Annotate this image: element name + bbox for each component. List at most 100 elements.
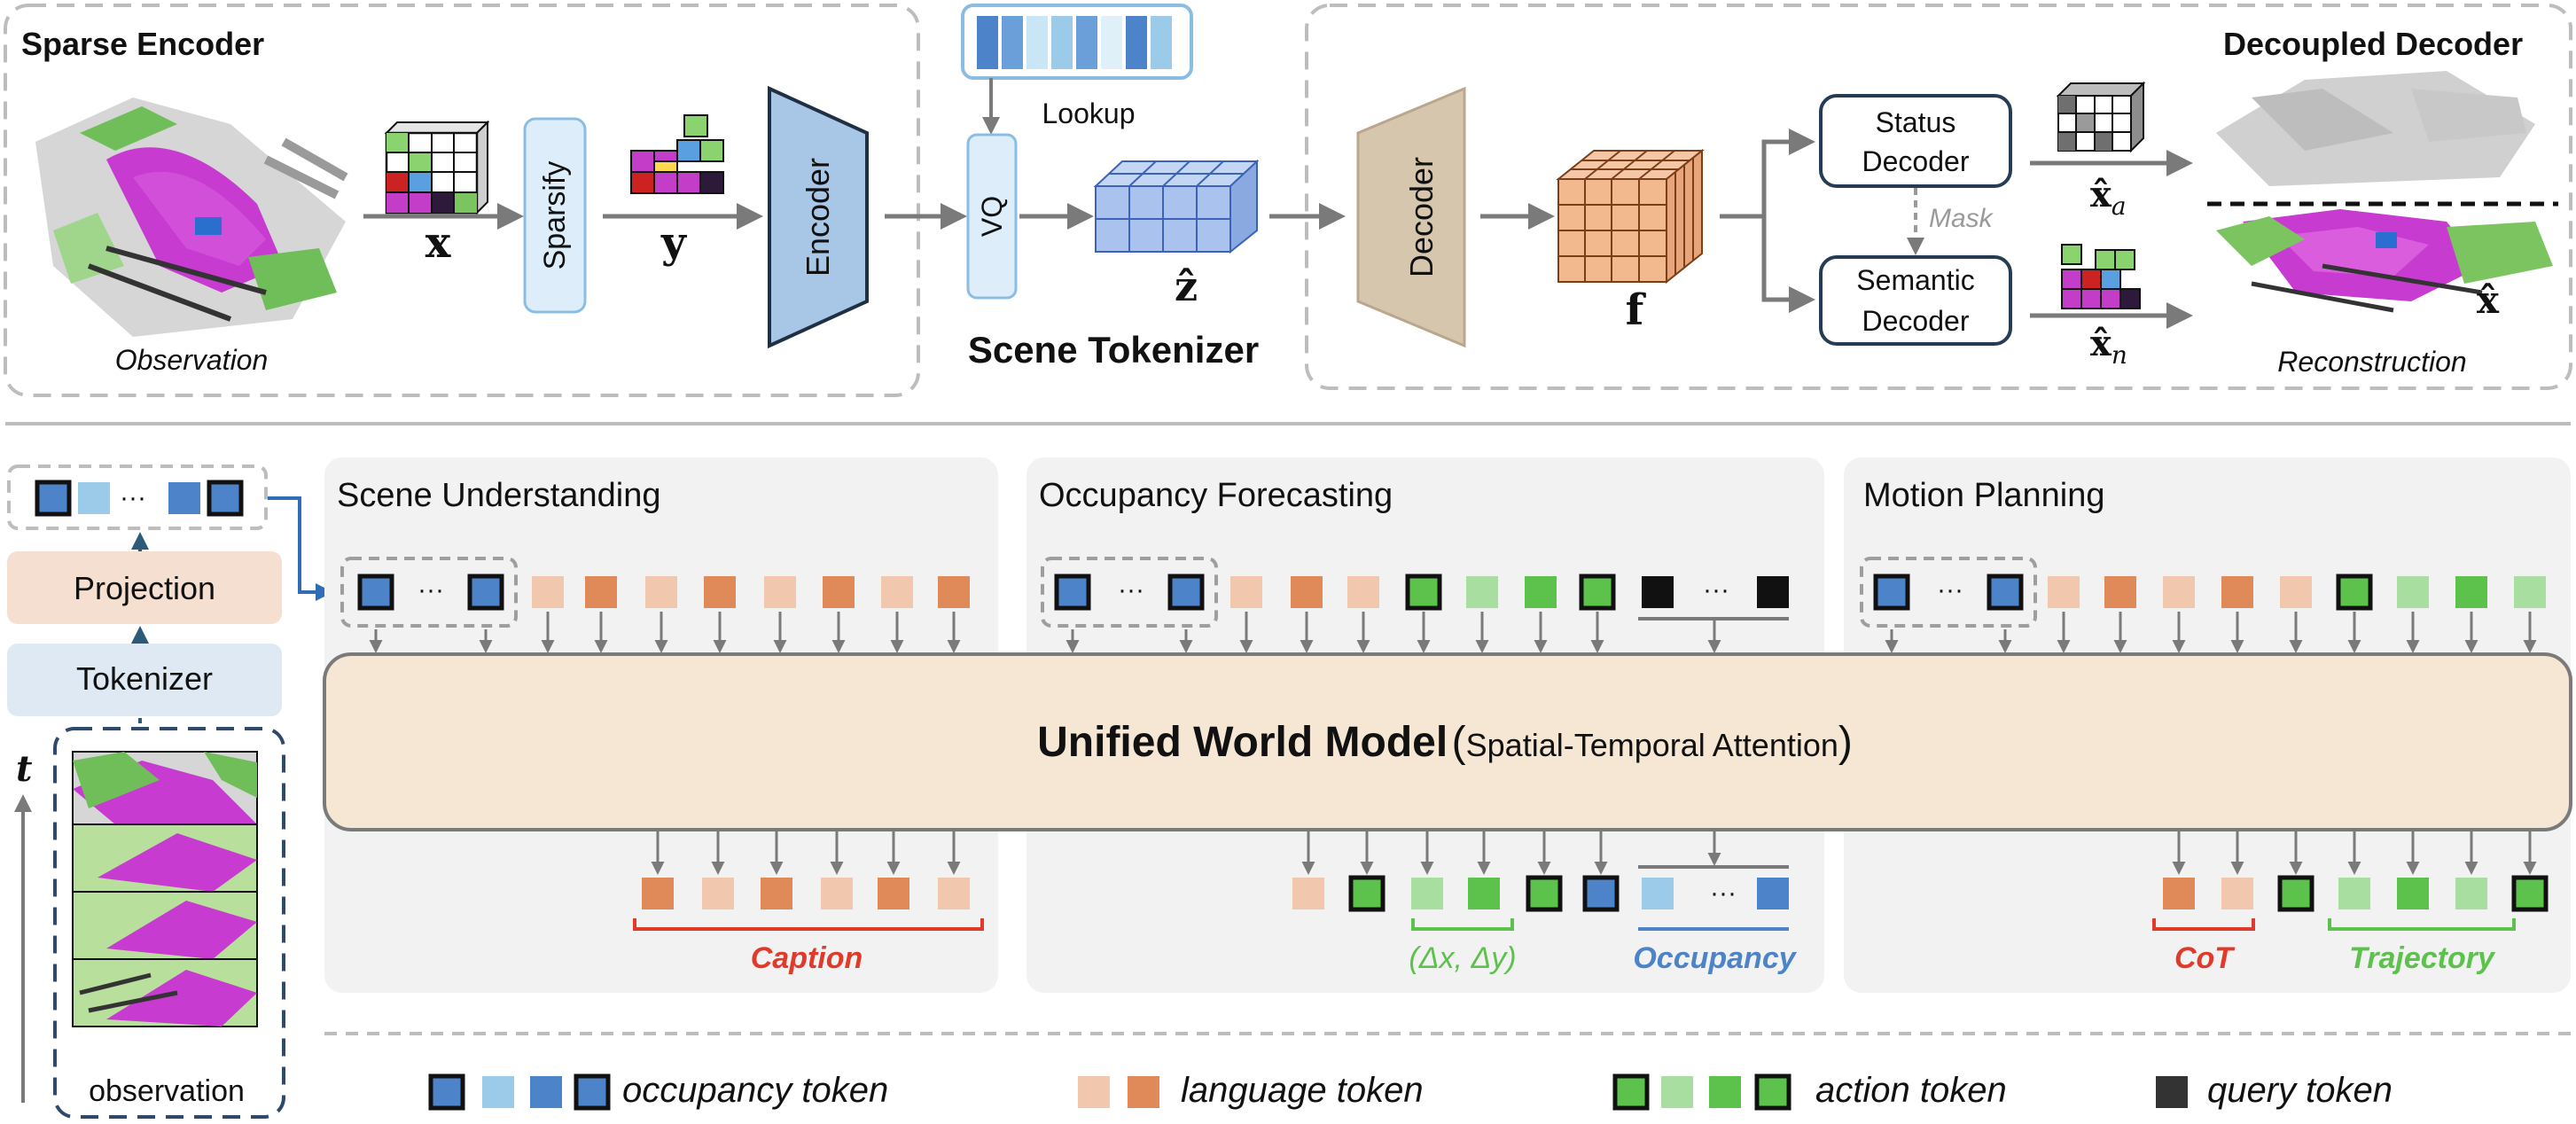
observation-sequence-frame <box>53 727 285 1119</box>
planning-occupancy-token <box>1873 574 1910 611</box>
planning-action-token <box>2277 875 2314 912</box>
trajectory-action-token <box>2455 878 2487 909</box>
planning-action-token <box>2397 576 2429 608</box>
legend-action-swatch <box>1709 1076 1741 1108</box>
planning-action-token <box>2514 576 2546 608</box>
legend-occupancy-swatch <box>530 1076 562 1108</box>
decoupled-decoder-panel <box>1305 4 2572 390</box>
planning-action-token <box>2511 875 2549 912</box>
reconstruction-pointcloud-image <box>2207 71 2558 313</box>
legend-occupancy-swatch <box>574 1073 611 1111</box>
forecast-occupancy-token <box>1582 875 1620 912</box>
voxel-grid-x-image <box>384 120 490 215</box>
status-decoder-block <box>1819 94 2012 188</box>
input-occupancy-token <box>168 482 200 514</box>
sparse-voxels-y-image <box>630 114 724 194</box>
cot-language-token <box>2163 878 2195 909</box>
planning-language-token <box>2163 576 2195 608</box>
forecast-language-token <box>1347 576 1379 608</box>
legend-language-swatch <box>1128 1076 1159 1108</box>
forecast-occupancy-token <box>1054 574 1091 611</box>
voxel-grid-xa-image <box>2056 81 2146 153</box>
caption-language-token <box>642 878 674 909</box>
semantic-decoder-block <box>1819 255 2012 346</box>
caption-language-token <box>761 878 792 909</box>
legend-action-swatch <box>1754 1073 1791 1111</box>
observation-pointcloud-image <box>35 98 348 337</box>
unified-world-model-block <box>323 652 2572 831</box>
legend-action-swatch <box>1661 1076 1693 1108</box>
forecast-action-token <box>1405 574 1442 611</box>
legend-occupancy-swatch <box>428 1073 465 1111</box>
planning-action-token <box>2336 574 2373 611</box>
input-token-strip <box>7 464 268 530</box>
feature-cube-f-image <box>1556 148 1705 285</box>
cot-language-token <box>2221 878 2253 909</box>
forecast-occupancy-token <box>1167 574 1205 611</box>
scene-language-token <box>823 576 855 608</box>
arrow-input-to-panel <box>268 496 333 601</box>
projection-block <box>7 551 282 624</box>
token-grid-z-image <box>1093 159 1260 254</box>
scene-language-token <box>704 576 736 608</box>
scene-language-token <box>585 576 617 608</box>
vq-block <box>966 133 1018 300</box>
occupancy-output-token <box>1757 878 1789 909</box>
scene-language-token <box>645 576 677 608</box>
delta-action-token <box>1468 878 1500 909</box>
occ-group-planning <box>1860 557 2037 628</box>
token-layer <box>35 480 2549 1111</box>
delta-action-token <box>1411 878 1443 909</box>
sparsify-block <box>523 117 587 314</box>
planning-language-token <box>2221 576 2253 608</box>
planning-occupancy-token <box>1987 574 2024 611</box>
forecast-query-token <box>1757 576 1789 608</box>
voxel-grid-xn-image <box>2061 244 2141 309</box>
forecast-action-token <box>1579 574 1616 611</box>
sparse-encoder-panel <box>4 4 920 397</box>
caption-language-token <box>878 878 909 909</box>
trajectory-bracket <box>2328 918 2516 931</box>
forecast-action-token <box>1526 875 1563 912</box>
trajectory-action-token <box>2397 878 2429 909</box>
cot-bracket <box>2152 918 2255 931</box>
legend-query-swatch <box>2156 1076 2188 1108</box>
occ-group-scene <box>340 557 518 628</box>
forecast-language-token <box>1291 576 1323 608</box>
scene-language-token <box>938 576 970 608</box>
lookup-codebook <box>961 4 1193 80</box>
token-arrow-layer <box>369 612 2537 875</box>
arrow-f-to-status <box>1720 129 1815 219</box>
forecast-action-token <box>1525 576 1557 608</box>
delta-bracket <box>1411 918 1514 931</box>
forecast-query-token <box>1642 576 1674 608</box>
arrow-f-to-semantic <box>1761 216 1815 313</box>
scene-language-token <box>764 576 796 608</box>
forecast-action-token <box>1466 576 1498 608</box>
caption-language-token <box>702 878 734 909</box>
input-occupancy-token <box>78 482 110 514</box>
forecast-language-token <box>1292 878 1324 909</box>
tokenizer-block <box>7 644 282 716</box>
legend-action-swatch <box>1612 1073 1650 1111</box>
forecast-language-token <box>1230 576 1262 608</box>
occ-group-forecast <box>1041 557 1218 628</box>
trajectory-action-token <box>2338 878 2370 909</box>
scene-language-token <box>881 576 913 608</box>
decoder-block <box>1356 86 1466 348</box>
planning-language-token <box>2280 576 2312 608</box>
caption-bracket <box>633 918 984 931</box>
encoder-block <box>768 85 869 349</box>
caption-language-token <box>938 878 970 909</box>
scene-occupancy-token <box>357 574 394 611</box>
legend-language-swatch <box>1078 1076 1110 1108</box>
scene-occupancy-token <box>467 574 504 611</box>
input-occupancy-token <box>35 480 72 517</box>
caption-language-token <box>821 878 853 909</box>
scene-language-token <box>532 576 564 608</box>
observation-frames-image <box>72 751 258 1027</box>
legend-occupancy-swatch <box>482 1076 514 1108</box>
planning-action-token <box>2455 576 2487 608</box>
input-occupancy-token <box>207 480 244 517</box>
